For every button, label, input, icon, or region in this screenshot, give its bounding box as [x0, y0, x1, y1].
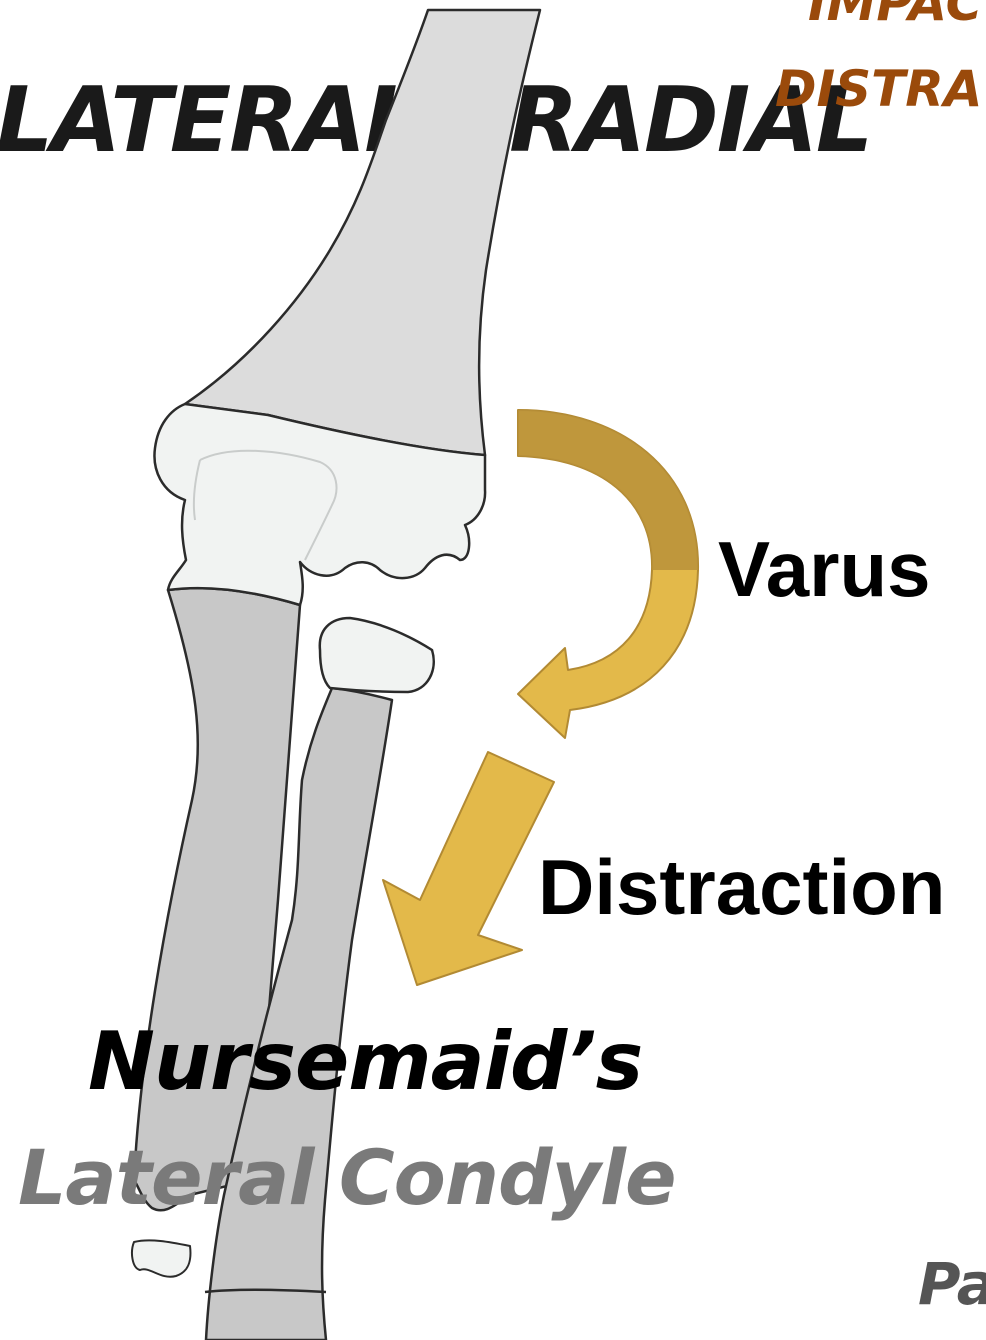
- bottom-right-partial-label: Pa: [918, 1255, 986, 1313]
- distraction-arrow: [383, 752, 554, 985]
- distraction-label: Distraction: [538, 848, 945, 926]
- varus-label: Varus: [718, 530, 930, 608]
- radial-head-cap: [320, 618, 434, 692]
- humerus-bone: [185, 10, 540, 455]
- ulna-distal-cap: [132, 1240, 190, 1276]
- nursemaids-label: Nursemaid’s: [88, 1022, 642, 1102]
- lateral-condyle-label: Lateral Condyle: [18, 1140, 676, 1216]
- varus-arrow-shade: [518, 410, 698, 570]
